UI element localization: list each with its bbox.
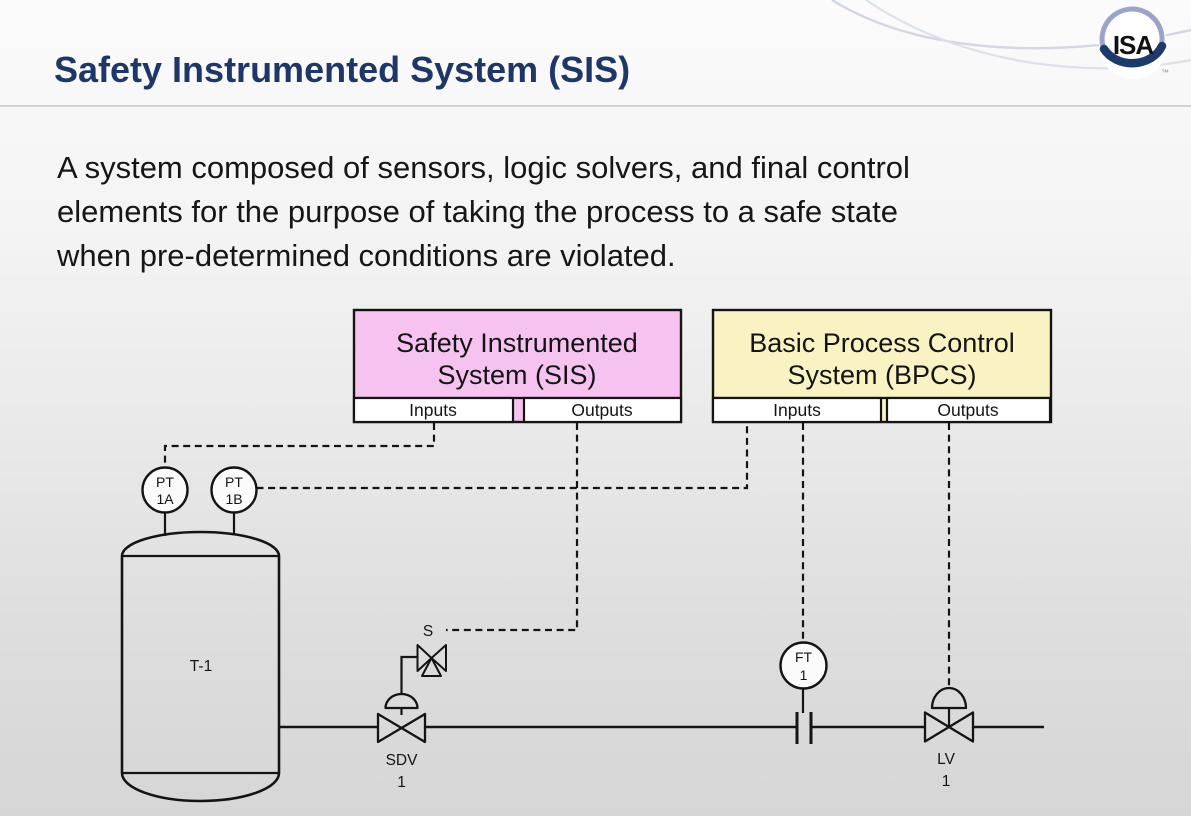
sis-inputs-port — [352, 396, 515, 424]
pt-1b-tag-line2: 1B — [225, 491, 242, 507]
pt-1a-tag-line2: 1A — [156, 491, 174, 507]
pt-1a-instrument: PT 1A — [141, 466, 189, 536]
isa-logo-text: ISA — [1113, 30, 1155, 60]
isa-logo-trademark: ™ — [1161, 68, 1169, 77]
bpcs-outputs-port — [885, 396, 1052, 424]
lv-1-valve: LV 1 — [923, 686, 975, 790]
title-divider — [0, 105, 1191, 107]
sis-outputs-port — [522, 396, 683, 424]
sdv-solenoid-link — [400, 655, 418, 694]
bpcs-inputs-port — [711, 396, 883, 424]
pt-1a-tag-line1: PT — [156, 474, 174, 490]
lv-1-tag-line2: 1 — [942, 773, 951, 790]
signal-line-pt1a-to-sis-inputs — [163, 423, 436, 467]
signal-line-pt1b-to-bpcs-inputs — [256, 423, 749, 490]
ft-1-tag-line2: 1 — [800, 667, 808, 683]
pt-1b-instrument: PT 1B — [210, 466, 258, 535]
sis-box: Safety Instrumented System (SIS) Inputs … — [352, 308, 683, 424]
signal-line-sis-outputs-to-solenoid — [446, 423, 579, 632]
orifice-plate — [795, 712, 813, 744]
isa-logo: ISA ™ — [1093, 5, 1173, 85]
definition-paragraph: A system composed of sensors, logic solv… — [57, 146, 910, 278]
isa-logo-swoosh — [1099, 41, 1167, 68]
definition-line: A system composed of sensors, logic solv… — [57, 150, 910, 185]
bpcs-box: Basic Process Control System (BPCS) Inpu… — [711, 308, 1053, 424]
solenoid-label: S — [423, 623, 433, 640]
sis-outputs-label: Outputs — [571, 400, 633, 420]
ft-1-tag-line1: FT — [795, 649, 813, 665]
bpcs-box-title-line2: System (BPCS) — [787, 360, 976, 390]
ft-1-instrument: FT 1 — [779, 641, 828, 713]
lv-1-tag-line1: LV — [937, 751, 955, 768]
isa-logo-ring-arc — [1099, 6, 1165, 55]
page-title: Safety Instrumented System (SIS) — [54, 49, 631, 90]
bpcs-box-title-line1: Basic Process Control — [749, 328, 1015, 358]
sis-box-title-line2: System (SIS) — [437, 360, 596, 390]
tank-label: T-1 — [190, 658, 212, 675]
definition-line: elements for the purpose of taking the p… — [57, 194, 898, 229]
pt-1b-tag-line1: PT — [225, 474, 243, 490]
sdv-1-tag-line2: 1 — [397, 774, 406, 791]
sis-inputs-label: Inputs — [409, 400, 457, 420]
solenoid-valve: S — [416, 623, 447, 677]
sdv-1-valve: SDV 1 — [376, 655, 427, 791]
sdv-1-tag-line1: SDV — [386, 752, 419, 769]
bpcs-inputs-label: Inputs — [773, 400, 821, 420]
sdv-actuator-dome — [384, 692, 419, 710]
tank-t1: T-1 — [120, 530, 281, 803]
definition-line: when pre-determined conditions are viola… — [57, 238, 676, 273]
bpcs-outputs-label: Outputs — [937, 400, 999, 420]
lv-actuator-dome — [930, 686, 968, 710]
sis-box-title-line1: Safety Instrumented — [396, 328, 638, 358]
